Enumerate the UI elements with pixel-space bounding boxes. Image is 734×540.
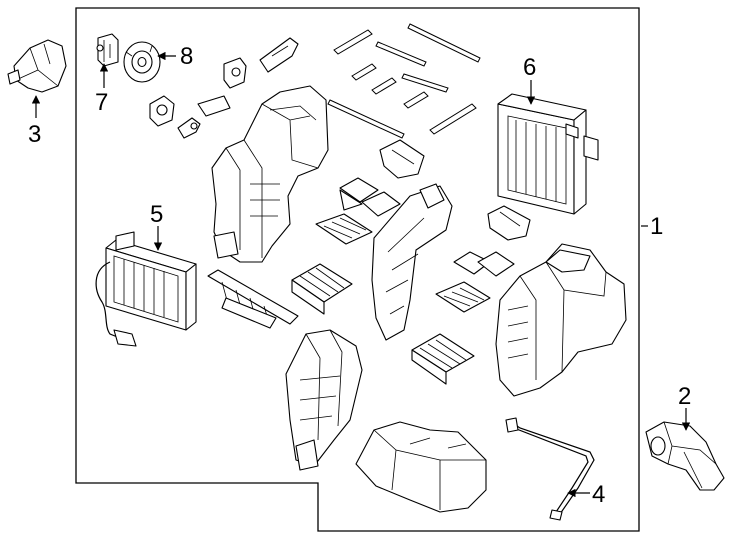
- part-5-heater-core: [95, 231, 197, 347]
- callout-4: 4: [592, 481, 605, 508]
- part-6-evaporator-core: [497, 93, 599, 215]
- callout-3: 3: [28, 121, 41, 148]
- filter-grid: [291, 263, 353, 315]
- actuator-parts: [149, 37, 299, 139]
- damper-ribbed-left: [207, 269, 299, 329]
- part-4-drain-hose: [505, 417, 595, 521]
- callout-2: 2: [678, 383, 691, 410]
- hvac-case-lower-right: [355, 421, 487, 513]
- callout-8: 8: [180, 43, 193, 70]
- part-8-blower-motor: [123, 41, 161, 83]
- hvac-housing-left: [197, 85, 329, 263]
- callout-1: 1: [650, 213, 663, 240]
- seal-strips: [327, 23, 481, 139]
- part-2-duct: [645, 421, 725, 491]
- actuator-right: [435, 205, 531, 313]
- hvac-housing-right: [495, 243, 627, 397]
- callout-5: 5: [150, 201, 163, 228]
- assembly-boundary: [75, 7, 640, 532]
- callout-7: 7: [95, 89, 108, 116]
- leader-lines: [31, 51, 691, 498]
- filter-grid-lower: [411, 333, 475, 385]
- part-7-connector: [96, 33, 119, 67]
- blend-doors: [315, 139, 425, 245]
- part-3-duct: [7, 39, 67, 93]
- hvac-case-lower-left: [285, 329, 363, 471]
- callout-6: 6: [523, 54, 536, 81]
- hvac-housing-center: [371, 183, 453, 341]
